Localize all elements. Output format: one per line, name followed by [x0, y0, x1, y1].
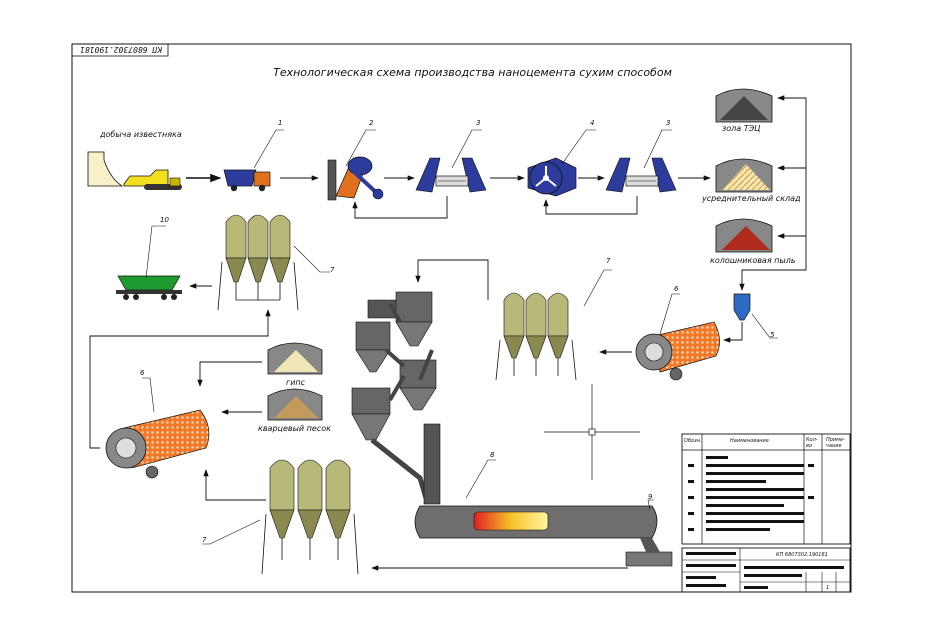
- rotary-kiln-icon: [414, 505, 673, 567]
- item-number-silo-bottom: 7: [202, 536, 207, 544]
- spec-col-qty: Кол-во: [806, 437, 818, 449]
- item-number-silo-top-left: 7: [330, 266, 335, 274]
- item-number-ball-mill-right: 6: [674, 285, 679, 293]
- title-block-fill: [686, 552, 844, 589]
- item-number-feeder-a: 3: [476, 119, 481, 127]
- preheater-tower-icon: [351, 291, 441, 505]
- item-number-kiln: 8: [490, 451, 495, 459]
- stamp-box: [71, 43, 169, 57]
- silo-bottom-icon: [261, 459, 359, 575]
- item-number-kiln-support: 9: [648, 493, 653, 501]
- item-number-ball-mill-left: 6: [140, 369, 145, 377]
- item-number-feeder-b: 3: [666, 119, 671, 127]
- label-gypsum: гипс: [286, 378, 306, 387]
- spec-col-pos: Обозн.: [684, 438, 702, 444]
- sheet-frame: [71, 43, 852, 593]
- crusher-icon: [327, 156, 384, 201]
- diagram-title: Технологическая схема производства наноц…: [273, 66, 672, 79]
- item-number-crusher: 2: [369, 119, 374, 127]
- title-block: [681, 547, 851, 593]
- fly-ash-storage-icon: [715, 88, 773, 123]
- label-fly-ash: зола ТЭЦ: [722, 124, 761, 133]
- label-blending-store: усреднительный склад: [702, 194, 801, 203]
- flue-dust-storage-icon: [715, 218, 773, 253]
- hopper-icon: [733, 293, 751, 321]
- ball-mill-left-icon: [105, 409, 210, 479]
- railcar-icon: [116, 275, 182, 300]
- crosshair-icon: [544, 384, 640, 480]
- spec-col-name: Наименование: [730, 438, 769, 444]
- dump-truck-icon: [223, 169, 271, 192]
- item-number-silo-center: 7: [606, 257, 611, 265]
- item-number-mill-fan: 4: [590, 119, 595, 127]
- quarry-icon: [87, 151, 124, 187]
- feeder-a-icon: [415, 157, 487, 193]
- spec-col-note: Приме-чание: [826, 437, 845, 449]
- item-number-hopper: 5: [770, 331, 775, 339]
- item-number-railcar: 10: [160, 216, 169, 224]
- item-number-truck: 1: [278, 119, 283, 127]
- leader-lines: [142, 129, 778, 545]
- mill-fan-icon: [527, 157, 577, 197]
- ball-mill-right-icon: [635, 321, 720, 381]
- label-quartz-sand: кварцевый песок: [258, 424, 331, 433]
- quartz-sand-storage-icon: [267, 388, 323, 421]
- silo-top-left-icon: [217, 214, 299, 311]
- silo-center-icon: [495, 292, 577, 381]
- label-limestone-mining: добыча известняка: [100, 130, 182, 139]
- gypsum-storage-icon: [267, 342, 323, 375]
- title-block-code: КП 6807302.190181: [776, 552, 828, 558]
- label-flue-dust: колошниковая пыль: [710, 256, 796, 265]
- blending-store-icon: [715, 158, 773, 193]
- spec-table-rows: [688, 456, 814, 531]
- bulldozer-icon: [123, 169, 182, 190]
- stamp-code: КП 6807302.190181: [80, 45, 162, 54]
- title-block-sheet: 1: [826, 585, 830, 591]
- feeder-b-icon: [605, 157, 677, 193]
